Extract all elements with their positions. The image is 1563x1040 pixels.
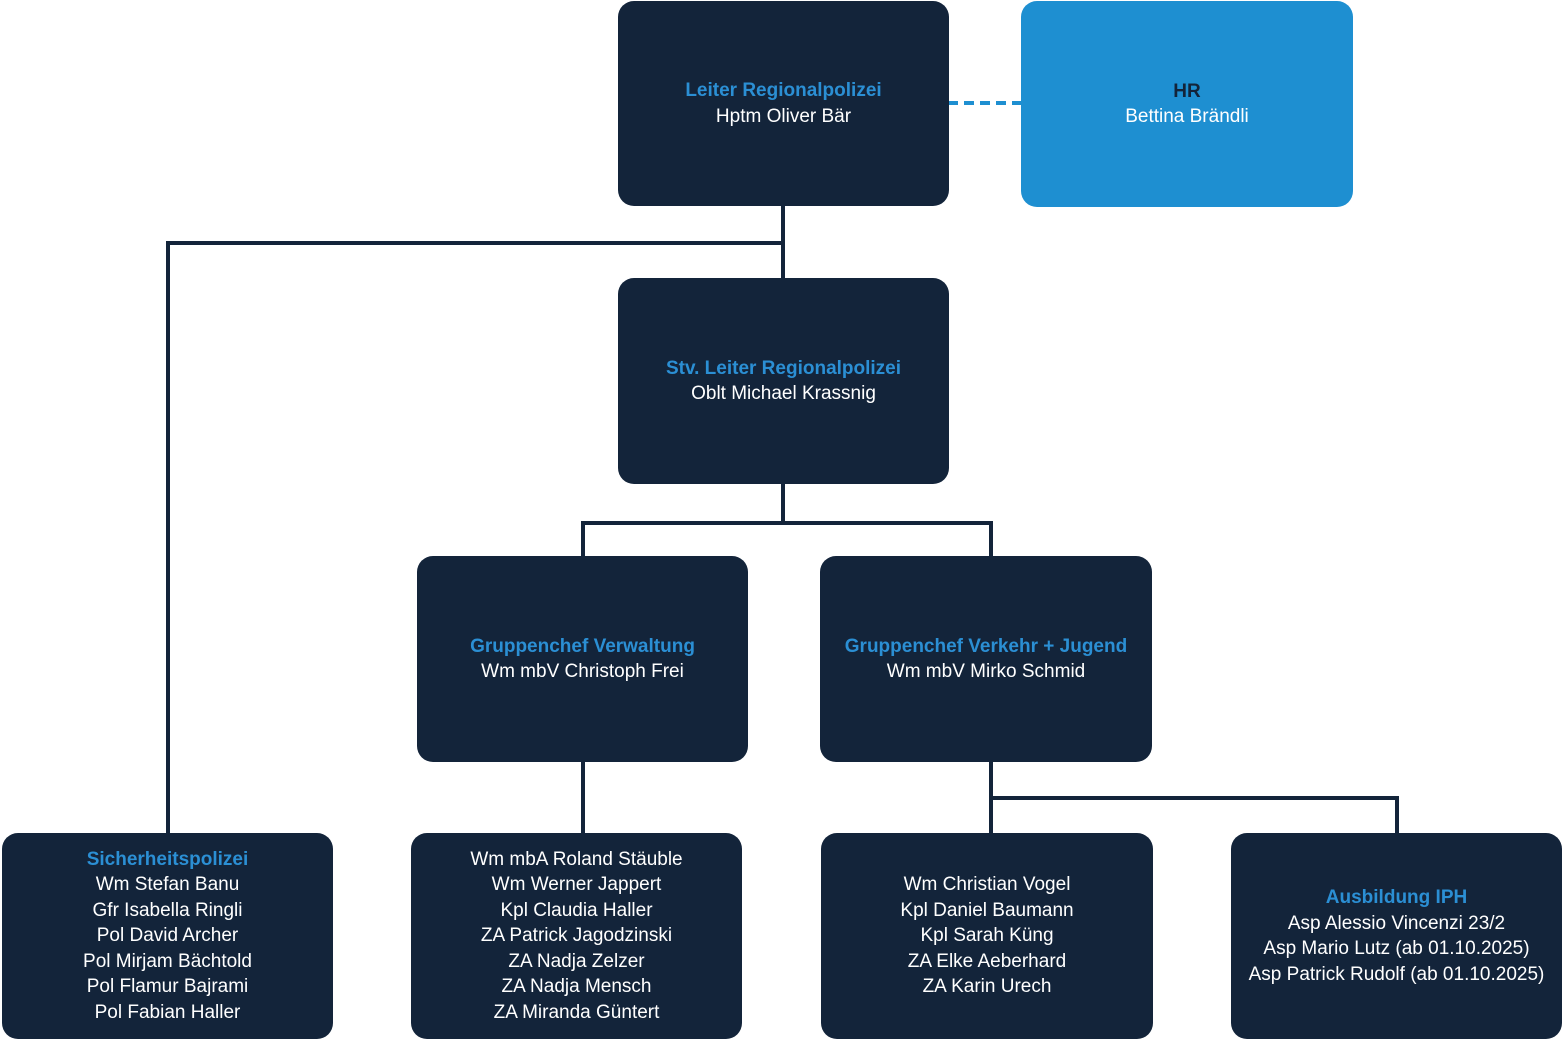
node-member: Pol Fabian Haller (94, 1001, 241, 1023)
node-hr: HR Bettina Brändli (1021, 1, 1353, 207)
node-member: Kpl Sarah Küng (920, 925, 1054, 947)
node-member: Asp Mario Lutz (ab 01.10.2025) (1263, 938, 1530, 959)
node-member: Pol David Archer (96, 925, 239, 947)
node-member: Wm Christian Vogel (903, 874, 1071, 896)
node-member: Wm mbV Mirko Schmid (886, 661, 1086, 682)
node-member: Oblt Michael Krassnig (691, 383, 876, 404)
node-verkehr: Gruppenchef Verkehr + Jugend Wm mbV Mirko… (820, 556, 1152, 762)
node-title: Leiter Regionalpolizei (685, 80, 882, 101)
node-member: ZA Karin Urech (922, 976, 1052, 998)
node-member: ZA Nadja Zelzer (508, 950, 645, 972)
node-member: Asp Patrick Rudolf (ab 01.10.2025) (1248, 963, 1545, 985)
node-title: Stv. Leiter Regionalpolizei (665, 357, 902, 379)
connector-verkehr-ausbildung (991, 796, 1399, 835)
node-member: Pol Flamur Bajrami (86, 976, 249, 998)
node-member: Pol Mirjam Bächtold (83, 950, 252, 972)
node-member: ZA Miranda Güntert (493, 1001, 660, 1023)
node-title: HR (1173, 80, 1201, 102)
node-member: Asp Alessio Vincenzi 23/2 (1287, 912, 1506, 934)
connector-stv-gruppenchefs (581, 521, 993, 557)
node-title: Sicherheitspolizei (86, 848, 249, 870)
node-member: Kpl Claudia Haller (500, 899, 653, 921)
node-title: Gruppenchef Verwaltung (470, 635, 695, 657)
node-member: ZA Elke Aeberhard (907, 950, 1067, 972)
connector-leiter-sicherheit (166, 241, 783, 835)
node-member: Hptm Oliver Bär (715, 105, 852, 127)
node-member: Wm Stefan Banu (95, 874, 240, 896)
node-title: Ausbildung IPH (1325, 887, 1468, 908)
node-member: Wm mbA Roland Stäuble (470, 848, 683, 870)
node-member: ZA Patrick Jagodzinski (480, 925, 673, 947)
node-member: Kpl Daniel Baumann (900, 899, 1074, 921)
node-member: ZA Nadja Mensch (501, 976, 652, 998)
node-member: Wm Werner Jappert (491, 874, 662, 896)
node-member: Wm mbV Christoph Frei (481, 661, 684, 682)
node-title: Gruppenchef Verkehr + Jugend (844, 635, 1128, 657)
node-verwaltung: Gruppenchef Verwaltung Wm mbV Christoph F… (417, 556, 748, 762)
node-member: Gfr Isabella Ringli (92, 899, 243, 921)
node-member: Bettina Brändli (1125, 106, 1249, 127)
